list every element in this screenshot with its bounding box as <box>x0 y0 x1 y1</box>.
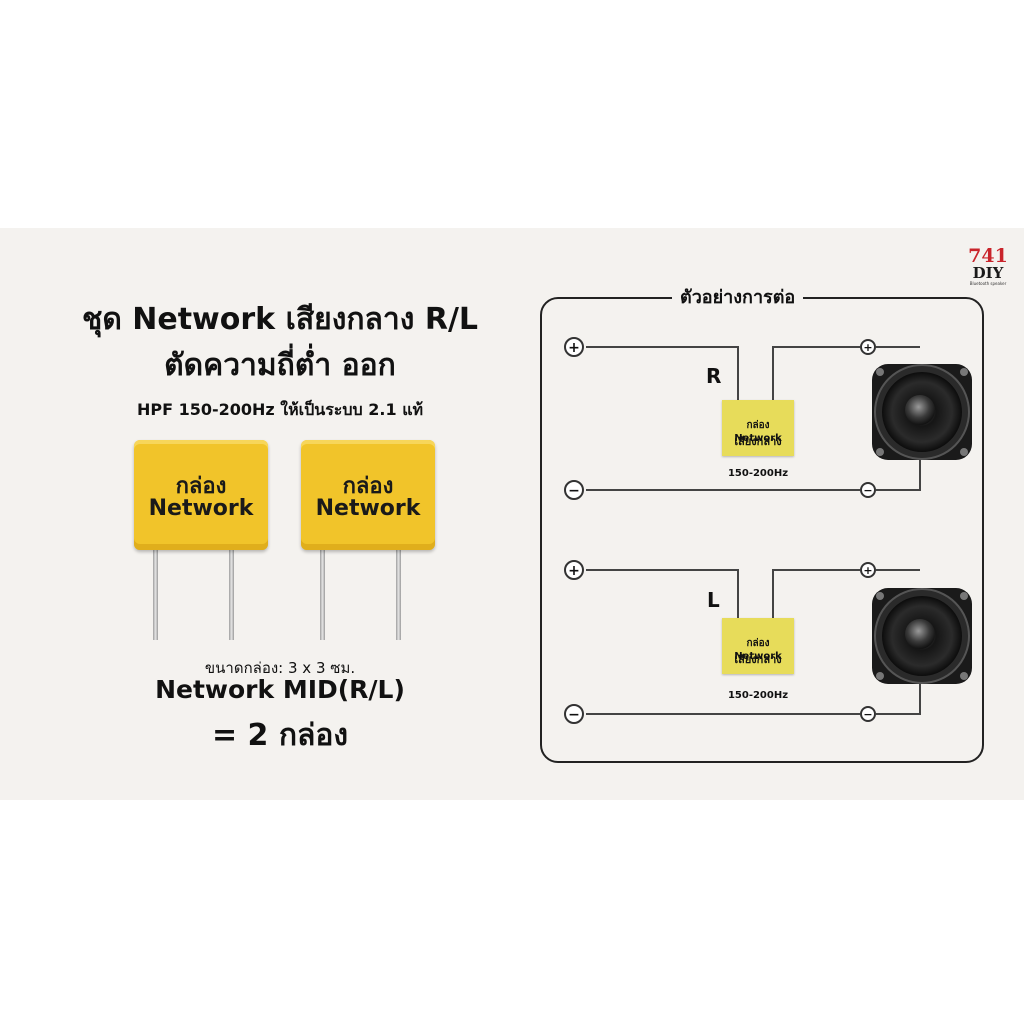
network-box-label: กล่อง Network <box>734 638 782 662</box>
network-box-label: กล่อง Network <box>734 420 782 444</box>
capacitor-label: กล่อง <box>175 474 227 499</box>
wire-l-positive-input <box>586 569 739 618</box>
speaker-l <box>872 588 972 684</box>
capacitor-lead <box>229 550 234 640</box>
network-box-r: กล่อง Network เสียงกลาง <box>722 400 794 456</box>
logo-brand: DIY <box>972 264 1004 282</box>
brand-logo: 741 DIY Bluetooth speaker <box>958 246 1018 286</box>
channel-label-l: L <box>707 588 720 612</box>
terminal-l-input-negative <box>564 704 584 724</box>
capacitor-label: กล่อง <box>342 474 394 499</box>
frequency-label-l: 150-200Hz <box>727 690 789 701</box>
logo-number: 741 <box>968 245 1008 267</box>
capacitor-body: กล่อง Network <box>301 440 435 550</box>
minus-sign: − <box>568 483 580 499</box>
main-title-line2: ตัดความถี่ต่ำ ออก <box>164 348 396 383</box>
wire-r-positive-output <box>772 346 860 400</box>
capacitor-lead <box>153 550 158 640</box>
capacitor-body: กล่อง Network <box>134 440 268 550</box>
terminal-r-speaker-positive <box>860 339 876 355</box>
channel-label-r: R <box>706 364 722 388</box>
minus-sign: − <box>568 707 580 723</box>
diagram-title: ตัวอย่างการต่อ <box>672 282 804 311</box>
capacitor-label: Network <box>315 496 421 521</box>
plus-sign: + <box>863 564 872 577</box>
network-box-sublabel: เสียงกลาง <box>734 435 782 448</box>
size-note: ขนาดกล่อง: 3 x 3 ซม. <box>204 659 356 677</box>
terminal-l-speaker-negative <box>860 706 876 722</box>
network-box-l: กล่อง Network เสียงกลาง <box>722 618 794 674</box>
capacitor-lead <box>396 550 401 640</box>
wire-r-positive-input <box>586 346 739 400</box>
terminal-r-input-negative <box>564 480 584 500</box>
terminal-r-input-positive <box>564 337 584 357</box>
frequency-label-r: 150-200Hz <box>727 468 789 479</box>
terminal-l-input-positive <box>564 560 584 580</box>
plus-sign: + <box>568 563 580 579</box>
plus-sign: + <box>568 340 580 356</box>
wire-l-negative-speaker <box>876 678 921 715</box>
model-name: Network MID(R/L) <box>155 675 405 704</box>
minus-sign: − <box>863 484 872 497</box>
subtitle: HPF 150-200Hz ให้เป็นระบบ 2.1 แท้ <box>136 400 424 419</box>
main-title: ชุด Network เสียงกลาง R/L <box>81 302 479 337</box>
terminal-r-speaker-negative <box>860 482 876 498</box>
terminal-l-speaker-positive <box>860 562 876 578</box>
capacitor-label: Network <box>148 496 254 521</box>
wire-l-positive-output <box>772 569 860 618</box>
logo-tagline: Bluetooth speaker <box>969 281 1007 286</box>
speaker-r <box>872 364 972 460</box>
minus-sign: − <box>863 708 872 721</box>
plus-sign: + <box>863 341 872 354</box>
wire-r-negative-speaker <box>876 455 921 491</box>
quantity: = 2 กล่อง <box>211 718 349 753</box>
capacitor-lead <box>320 550 325 640</box>
network-box-sublabel: เสียงกลาง <box>734 653 782 666</box>
